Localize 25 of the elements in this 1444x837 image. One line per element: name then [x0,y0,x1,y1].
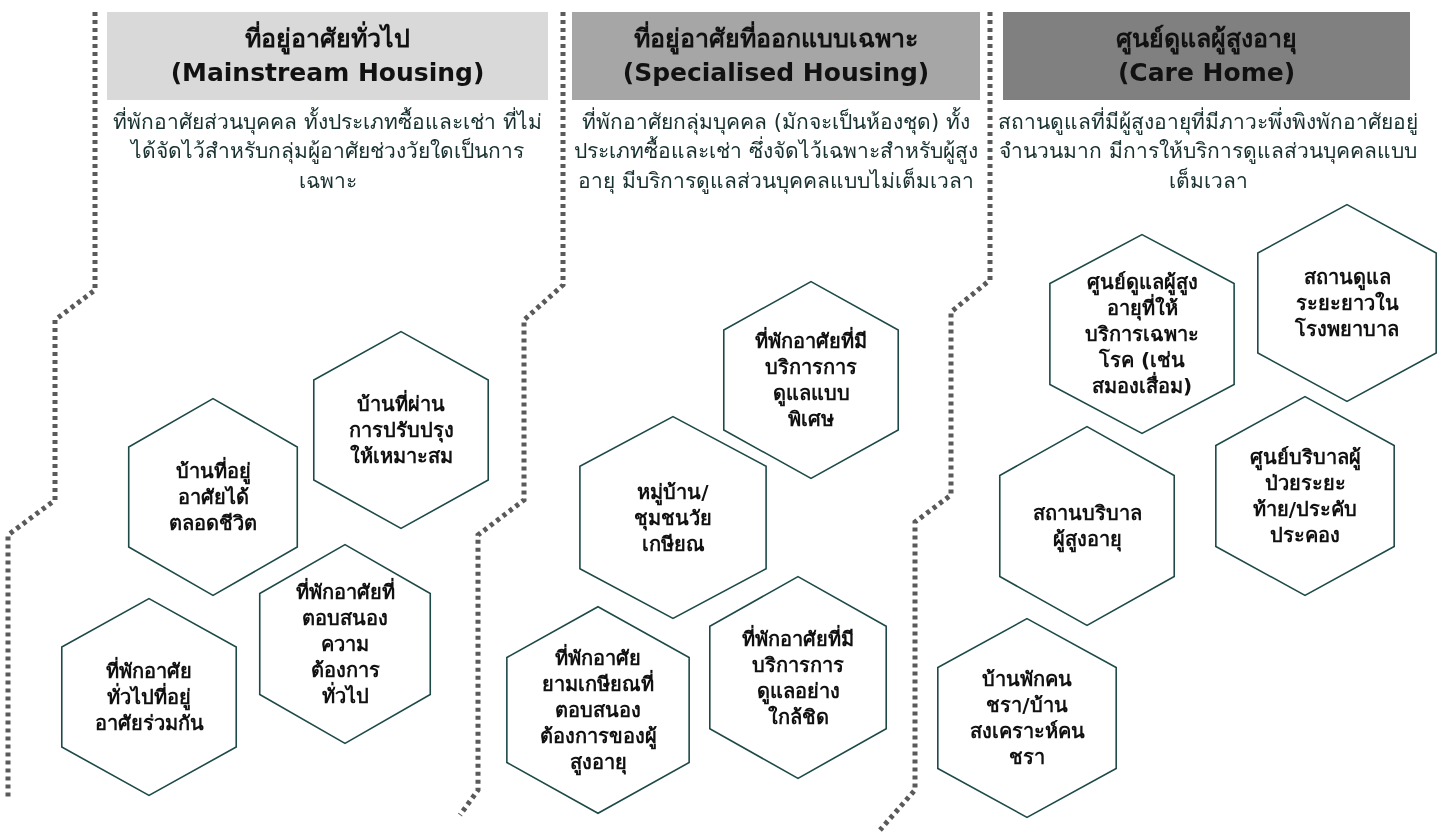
description-text: ที่พักอาศัยส่วนบุคคล ทั้งประเภทซื้อและเช่า ที่ไม่ได้จัดไว้สำหรับกลุ่มผู้อาศัยช่วงวัยใดเป็นการเฉพาะ [107,108,548,197]
description-text: ที่พักอาศัยกลุ่มบุคคล (มักจะเป็นห้องชุด) ทั้งประเภทซื้อและเช่า ซึ่งจัดไว้เฉพาะสำหรับผู้สูงอายุ มีบริการดูแลส่วนบุคคลแบบไม่เต็มเวลา [565,108,987,197]
heading-text: (Specialised Housing) [622,57,930,89]
hexagon-label: สถานบริบาลผู้สูงอายุ [1031,500,1143,552]
hexagon-label: ศูนย์บริบาลผู้ป่วยระยะท้าย/ประคับประคอง [1248,444,1362,548]
heading-text: (Mainstream Housing) [170,57,485,89]
hexagon-label: ที่พักอาศัยที่ตอบสนองความต้องการทั่วไป [294,579,396,709]
hexagon-label: บ้านที่ผ่านการปรับปรุงให้เหมาะสม [347,391,455,469]
hexagon-label: ที่พักอาศัยที่มีบริการการดูแลอย่างใกล้ชิด [741,625,855,730]
heading-text: ที่อยู่อาศัยที่ออกแบบเฉพาะ [634,22,918,56]
heading-text: ศูนย์ดูแลผู้สูงอายุ [1116,23,1297,56]
header-band [572,12,980,100]
hexagon-label: ที่พักอาศัยที่มีบริการการดูแลแบบพิเศษ [754,328,868,432]
hexagon-label: สถานดูแลระยะยาวในโรงพยาบาล [1294,264,1400,342]
hexagon-label: หมู่บ้าน/ชุมชนวัยเกษียณ [633,478,713,557]
hexagon-label: บ้านที่อยู่อาศัยได้ตลอดชีวิต [168,458,258,536]
hexagon-label: บ้านพักคนชรา/บ้านสงเคราะห์คนชรา [968,666,1086,770]
hexagon-label: ศูนย์ดูแลผู้สูงอายุที่ให้บริการเฉพาะโรค (เช่นสมองเสื่อม) [1084,269,1200,399]
header-band [1003,12,1410,100]
heading-text: (Care Home) [1117,57,1296,89]
header-band [107,12,548,100]
heading-text: ที่อยู่อาศัยทั่วไป [245,22,410,56]
description-text: สถานดูแลที่มีผู้สูงอายุที่มีภาวะพึ่งพิงพักอาศัยอยู่จำนวนมาก มีการให้บริการดูแลส่วนบุคคลแบบเต็มเวลา [998,108,1418,197]
hexagon-label: ที่พักอาศัยยามเกษียณที่ตอบสนองต้องการของผู้สูงอายุ [538,645,658,775]
hexagon-label: ที่พักอาศัยทั่วไปที่อยู่อาศัยร่วมกัน [93,658,205,736]
